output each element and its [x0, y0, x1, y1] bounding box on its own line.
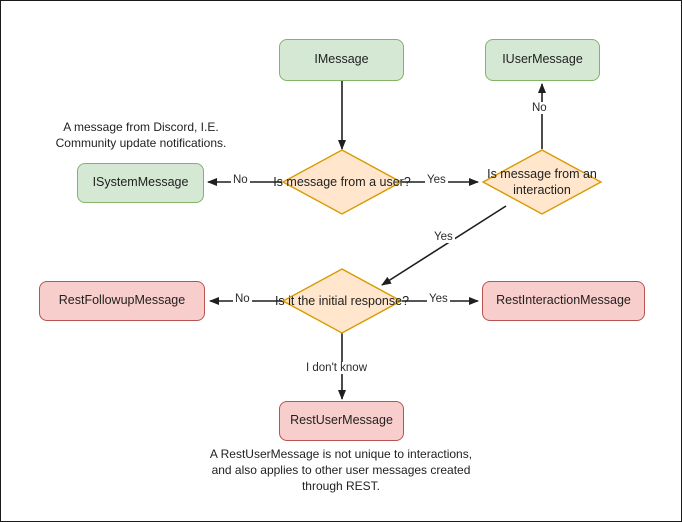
- edge-label-user-no: No: [231, 174, 250, 186]
- annotation-rest-user-message: A RestUserMessage is not unique to inter…: [209, 447, 473, 494]
- edge-label-initial-unknown: I don't know: [304, 362, 370, 374]
- node-imessage[interactable]: IMessage: [279, 39, 404, 81]
- node-restinteractionmessage[interactable]: RestInteractionMessage: [482, 281, 645, 321]
- node-restusermessage-label: RestUserMessage: [290, 413, 393, 428]
- node-iusermessage-label: IUserMessage: [502, 52, 583, 67]
- node-imessage-label: IMessage: [314, 52, 369, 67]
- decision-interaction-shape: [482, 149, 602, 215]
- node-decision-interaction[interactable]: Is message from an interaction: [482, 149, 602, 215]
- node-decision-user[interactable]: Is message from a user?: [273, 149, 411, 215]
- node-isystemmessage-label: ISystemMessage: [92, 175, 189, 190]
- decision-initial-label: Is it the initial response?: [274, 293, 410, 308]
- node-restusermessage[interactable]: RestUserMessage: [279, 401, 404, 441]
- decision-interaction-label: Is message from an interaction: [487, 166, 597, 197]
- node-iusermessage[interactable]: IUserMessage: [485, 39, 600, 81]
- node-restfollowupmessage[interactable]: RestFollowupMessage: [39, 281, 205, 321]
- edge-label-initial-no: No: [233, 293, 252, 305]
- node-restinteractionmessage-label: RestInteractionMessage: [496, 293, 631, 308]
- decision-user-label: Is message from a user?: [273, 174, 411, 189]
- node-decision-initial[interactable]: Is it the initial response?: [275, 268, 409, 334]
- edge-label-user-yes: Yes: [425, 174, 448, 186]
- node-isystemmessage[interactable]: ISystemMessage: [77, 163, 204, 203]
- edge-label-initial-yes: Yes: [427, 293, 450, 305]
- decision-user-shape: [282, 149, 402, 215]
- annotation-system-message: A message from Discord, I.E. Community u…: [55, 120, 227, 151]
- edge-label-interaction-no: No: [530, 102, 549, 114]
- edge-label-interaction-yes: Yes: [432, 231, 455, 243]
- node-restfollowupmessage-label: RestFollowupMessage: [58, 293, 186, 308]
